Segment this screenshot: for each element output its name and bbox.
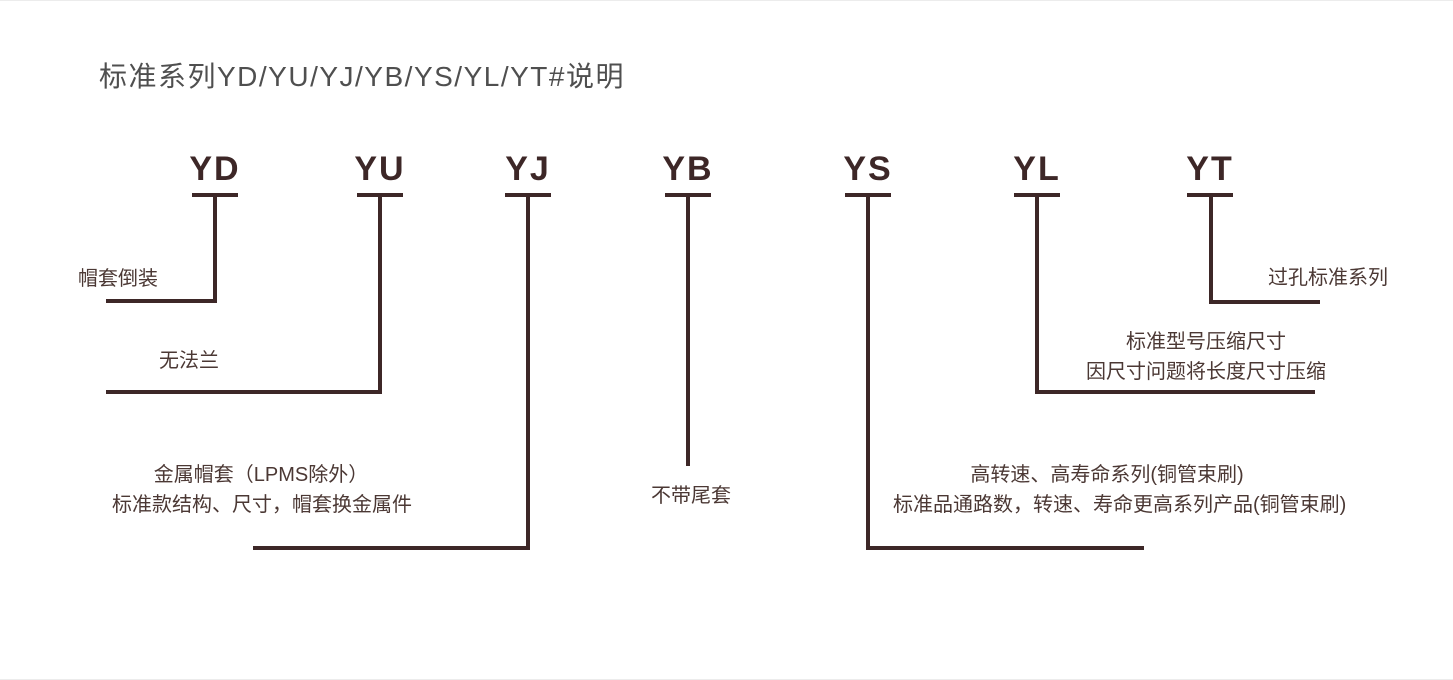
series-label-ys: YS (843, 150, 893, 188)
ys-description: 高转速、高寿命系列(铜管束刷) 标准品通路数，转速、寿命更高系列产品(铜管束刷) (893, 460, 1347, 520)
yb-description: 不带尾套 (651, 485, 731, 507)
yl-description-line-1: 标准型号压缩尺寸 (1126, 331, 1286, 353)
yt-horizontal-line (1209, 300, 1320, 304)
series-label-yj: YJ (505, 150, 551, 188)
yj-description-line-2: 标准款结构、尺寸，帽套换金属件 (112, 494, 412, 516)
yd-horizontal-line (106, 299, 217, 303)
yl-description: 标准型号压缩尺寸 因尺寸问题将长度尺寸压缩 (1040, 327, 1372, 387)
yj-description-line-1: 金属帽套（LPMS除外） (153, 464, 369, 486)
yu-description: 无法兰 (159, 350, 219, 372)
series-label-yl: YL (1013, 150, 1061, 188)
yl-vertical-line (1035, 195, 1039, 394)
yu-vertical-line (378, 195, 382, 394)
yj-description: 金属帽套（LPMS除外） 标准款结构、尺寸，帽套换金属件 (112, 460, 412, 520)
series-label-yd: YD (189, 150, 241, 188)
yt-description: 过孔标准系列 (1268, 267, 1388, 289)
ys-description-line-2: 标准品通路数，转速、寿命更高系列产品(铜管束刷) (893, 494, 1347, 516)
ys-vertical-line (866, 195, 870, 550)
yb-vertical-line (686, 195, 690, 466)
yt-vertical-line (1209, 195, 1213, 304)
series-label-yb: YB (662, 150, 714, 188)
yl-horizontal-line (1035, 390, 1315, 394)
yj-vertical-line (526, 195, 530, 550)
yd-vertical-line (213, 195, 217, 301)
page-title: 标准系列YD/YU/YJ/YB/YS/YL/YT#说明 (99, 61, 625, 92)
yj-horizontal-line (253, 546, 530, 550)
yu-horizontal-line (106, 390, 382, 394)
ys-horizontal-line (866, 546, 1144, 550)
ys-description-line-1: 高转速、高寿命系列(铜管束刷) (970, 464, 1244, 486)
yl-description-line-2: 因尺寸问题将长度尺寸压缩 (1086, 361, 1326, 383)
series-label-yt: YT (1186, 150, 1234, 188)
series-label-yu: YU (354, 150, 406, 188)
yd-description: 帽套倒装 (78, 268, 158, 290)
